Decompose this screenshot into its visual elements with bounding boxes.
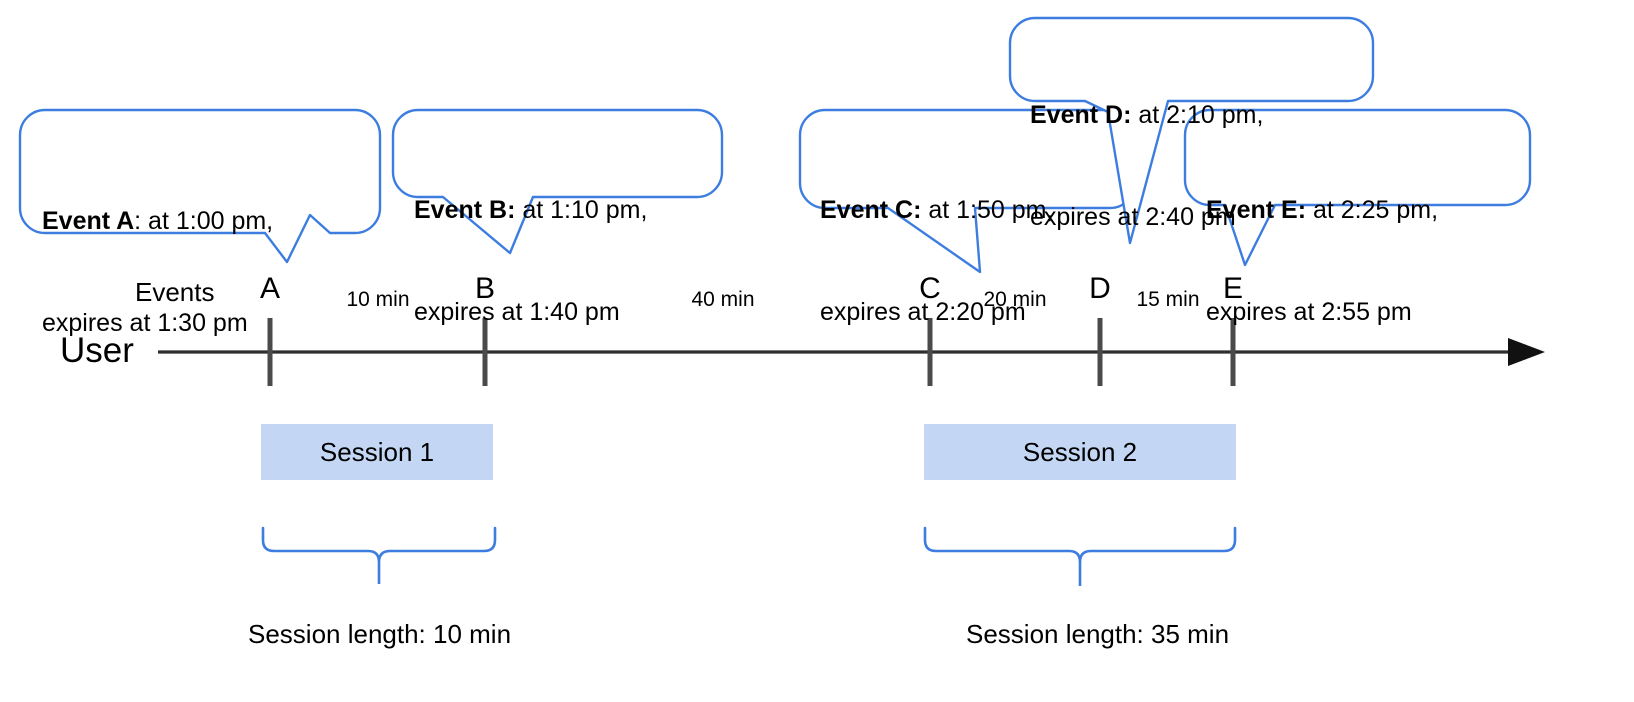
callout-event-b-bold: Event B: [414, 196, 516, 224]
callout-event-a-line1: at 1:00 pm, [141, 207, 274, 235]
callout-event-a-line2: expires at 1:30 pm [42, 309, 248, 337]
session-box-2: Session 2 [924, 424, 1236, 480]
brace-session-1 [261, 526, 497, 584]
timeline-axis [158, 338, 1545, 366]
callout-event-d [1008, 16, 1375, 245]
callout-event-e-text: Event E: at 2:25 pm, expires at 2:55 pm [1206, 125, 1438, 397]
callout-event-c-line2: expires at 2:20 pm [820, 298, 1026, 326]
event-marker-label-b: B [474, 272, 495, 305]
callout-event-a-text: Event A: at 1:00 pm, expires at 1:30 pm [42, 136, 273, 408]
callout-event-b-text: Event B: at 1:10 pm, expires at 1:40 pm [414, 125, 647, 397]
session-length-caption-2: Session length: 35 min [966, 619, 1230, 649]
axis-arrow-icon [1508, 338, 1545, 366]
gap-label-b-c: 40 min [691, 288, 755, 311]
callout-event-d-line1: at 2:10 pm, [1131, 101, 1264, 129]
session-box-2-label: Session 2 [1022, 436, 1138, 467]
callout-event-e [1183, 108, 1532, 267]
session-box-1: Session 1 [261, 424, 493, 480]
axis-row-label-user: User [60, 331, 134, 370]
session-box-1-label: Session 1 [319, 436, 435, 467]
gap-label-a-b: 10 min [346, 288, 410, 311]
callout-event-b-line1: at 1:10 pm, [515, 196, 648, 224]
callout-event-d-bold: Event D: [1030, 101, 1132, 129]
callout-event-c-text: Event C: at 1:50 pm, expires at 2:20 pm [820, 125, 1053, 397]
axis-ticks [267, 318, 1236, 386]
callout-event-b-line2: expires at 1:40 pm [414, 298, 620, 326]
brace-session-2 [923, 526, 1237, 586]
event-marker-label-c: C [919, 272, 941, 305]
callout-event-a-separator: : [134, 207, 142, 235]
axis-row-label-events: Events [135, 277, 215, 307]
callout-event-e-line2: expires at 2:55 pm [1206, 298, 1412, 326]
callout-event-a-bold: Event A [42, 207, 135, 235]
callout-event-e-bold: Event E: [1206, 196, 1307, 224]
callout-event-a [18, 108, 382, 264]
callout-event-e-line1: at 2:25 pm, [1306, 196, 1439, 224]
callout-event-c-line1: at 1:50 pm, [921, 196, 1054, 224]
event-marker-label-e: E [1222, 272, 1243, 305]
callout-event-b [391, 108, 724, 255]
event-marker-label-d: D [1089, 272, 1111, 305]
event-marker-label-a: A [259, 272, 280, 305]
gap-label-d-e: 15 min [1136, 288, 1200, 311]
callout-event-d-line2: expires at 2:40 pm [1030, 203, 1236, 231]
gap-label-c-d: 20 min [983, 288, 1047, 311]
session-length-caption-1: Session length: 10 min [248, 619, 512, 649]
callout-event-c-bold: Event C: [820, 196, 922, 224]
callout-event-d-text: Event D: at 2:10 pm, expires at 2:40 pm [1030, 30, 1263, 302]
